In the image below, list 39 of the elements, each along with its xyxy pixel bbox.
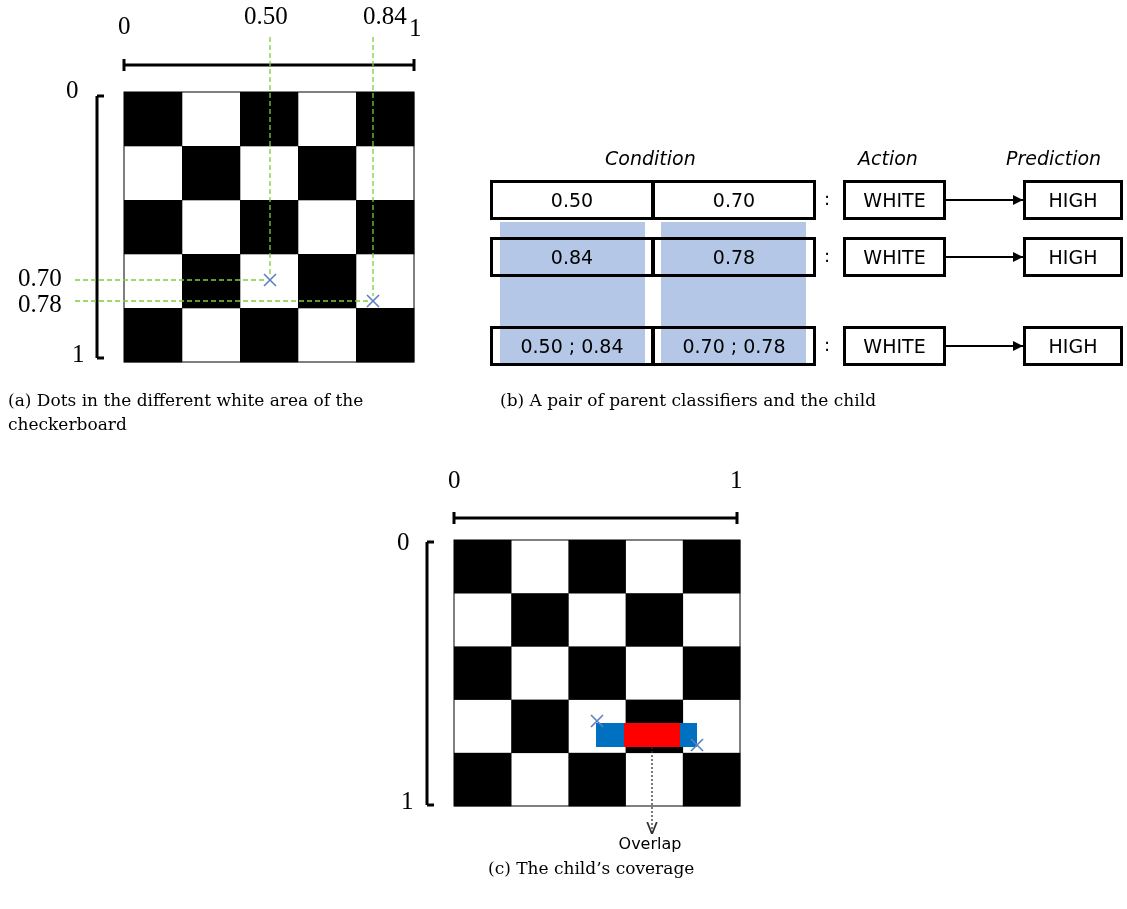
axis-tick-label: 1 (409, 14, 422, 42)
value-box: 0.84 (490, 237, 654, 277)
action-box: WHITE (843, 237, 946, 277)
leader-arrow (646, 746, 658, 835)
value-box: 0.50 (490, 180, 654, 220)
figure-caption: (b) A pair of parent classifiers and the child (500, 389, 876, 412)
arrow (945, 195, 1024, 205)
separator-colon: : (824, 188, 831, 209)
column-heading: Prediction (1006, 147, 1102, 169)
value-box: 0.50 ; 0.84 (490, 326, 654, 366)
axis-tick-label: 0.70 (18, 264, 62, 292)
value-box: 0.70 (652, 180, 816, 220)
action-box: WHITE (843, 180, 946, 220)
arrow (945, 341, 1024, 351)
axis-tick-label: 0 (448, 466, 461, 494)
axis-tick-label: 0 (66, 76, 79, 104)
figure-caption: (a) Dots in the different white area of the checkerboard (8, 389, 365, 436)
annotation-label: Overlap (598, 834, 702, 858)
figure-caption: (c) The child’s coverage (488, 857, 695, 880)
arrow (945, 252, 1024, 262)
axis-tick-label: 0 (397, 528, 410, 556)
value-box: 0.78 (652, 237, 816, 277)
axis-tick-label: 0 (118, 12, 131, 40)
prediction-box: HIGH (1023, 326, 1123, 366)
prediction-box: HIGH (1023, 237, 1123, 277)
overlap-rect (624, 723, 680, 747)
separator-colon: : (824, 334, 831, 355)
column-heading: Condition (605, 147, 696, 169)
column-heading: Action (858, 147, 918, 169)
action-box: WHITE (843, 326, 946, 366)
axis-tick-label: 0.50 (244, 2, 288, 30)
axis-tick-label: 0.78 (18, 290, 62, 318)
value-box: 0.70 ; 0.78 (652, 326, 816, 366)
prediction-box: HIGH (1023, 180, 1123, 220)
axis-tick-label: 1 (730, 466, 743, 494)
axis-tick-label: 1 (401, 787, 414, 815)
separator-colon: : (824, 245, 831, 266)
axis-tick-label: 0.84 (363, 2, 407, 30)
axis-tick-label: 1 (72, 340, 85, 368)
